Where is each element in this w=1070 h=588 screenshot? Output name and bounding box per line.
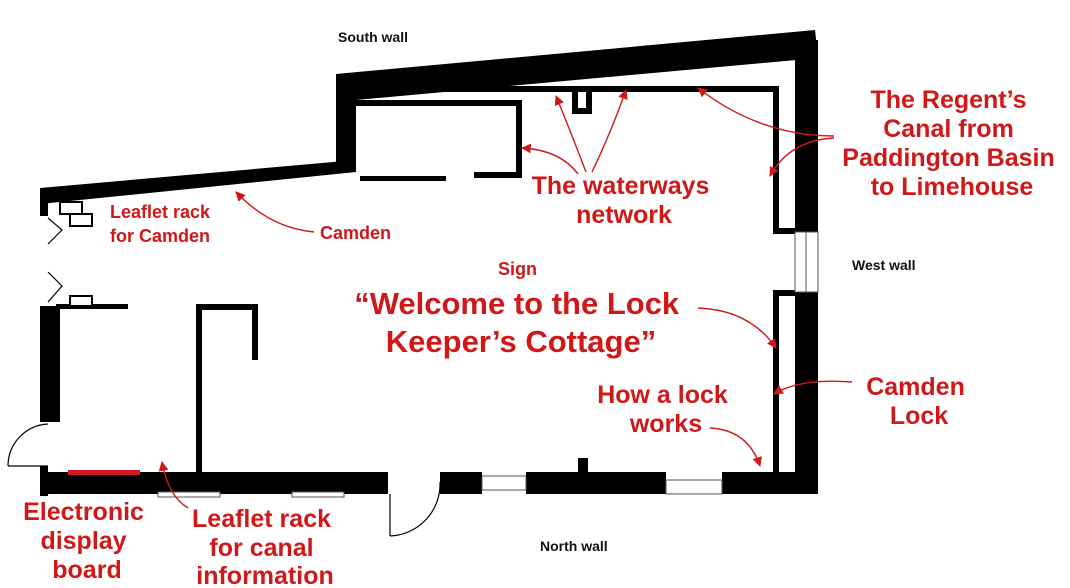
- how-lock-works-label: How a lock works: [597, 381, 735, 438]
- north-wall-right: [722, 472, 818, 494]
- regents-arrow-1: [697, 87, 835, 137]
- camden-lock-arrow: [773, 380, 853, 395]
- south-wall-label: South wall: [338, 29, 408, 45]
- leaflet-rack-camden-box-2: [69, 213, 93, 227]
- south-wall-upper: [336, 30, 818, 100]
- partition-niche-left: [572, 90, 578, 112]
- inner-room-left: [196, 304, 202, 476]
- west-wall-upper: [795, 40, 818, 234]
- partition-west-cap-2: [773, 290, 797, 296]
- partition-west-inner: [773, 86, 779, 234]
- waterways-arrow-2: [591, 89, 628, 173]
- north-wall-center: [526, 472, 666, 494]
- north-wall-post: [578, 458, 588, 474]
- partition-vertical: [516, 100, 522, 178]
- regents-arrow-2: [769, 137, 835, 177]
- south-wall-step: [336, 74, 356, 166]
- east-door-1: [47, 217, 63, 245]
- north-window-1: [481, 475, 527, 491]
- annotation-arrows: [158, 87, 853, 509]
- welcome-sign-text: “Welcome to the Lock Keeper’s Cottage”: [354, 286, 688, 359]
- interior-wall-top: [356, 86, 778, 92]
- electronic-display-board: [68, 470, 140, 475]
- north-wall-mid: [440, 472, 482, 494]
- outer-walls: [40, 30, 818, 496]
- north-wall-left: [40, 472, 388, 494]
- north-wall-label: North wall: [540, 538, 608, 554]
- west-wall-lower: [795, 290, 818, 494]
- camden-lock-label: Camden Lock: [866, 373, 972, 430]
- west-wall-label: West wall: [852, 257, 916, 273]
- leaflet-rack-canal-label: Leaflet rack for canal information: [192, 505, 338, 588]
- north-door-swing: [389, 481, 441, 537]
- camden-label: Camden: [320, 223, 391, 243]
- north-sill-1: [157, 491, 221, 498]
- waterways-label: The waterways network: [532, 172, 717, 229]
- north-window-2: [665, 479, 723, 495]
- partition-niche-bottom: [572, 108, 592, 114]
- inner-room-right: [252, 304, 258, 360]
- south-wall-lower: [40, 160, 356, 204]
- welcome-arrow: [697, 307, 777, 349]
- partition-niche-right: [586, 90, 592, 112]
- fixtures: [59, 201, 93, 307]
- north-sill-2: [291, 491, 345, 498]
- leaflet-rack-canal-arrow: [158, 461, 189, 509]
- regents-canal-label: The Regent’s Canal from Paddington Basin…: [842, 86, 1061, 201]
- east-door-2: [47, 271, 63, 303]
- leaflet-rack-camden-label: Leaflet rack for Camden: [110, 202, 215, 246]
- ledge-box: [69, 295, 93, 307]
- windows: [157, 231, 819, 498]
- sign-label: Sign: [498, 259, 537, 279]
- waterways-arrow-1: [554, 95, 587, 173]
- east-wall-top: [40, 188, 48, 216]
- leaflet-rack-camden-box: [59, 201, 83, 215]
- partition-west-inner-2: [773, 290, 779, 474]
- entrance-door-swing: [7, 423, 49, 467]
- electronic-display-label: Electronic display board: [23, 498, 151, 584]
- partition-shelf: [474, 172, 522, 178]
- partition-west-cap: [773, 228, 797, 234]
- doors: [7, 217, 441, 537]
- inner-room-top: [196, 304, 258, 310]
- east-wall-middle: [40, 306, 60, 422]
- waterways-arrow-3: [521, 143, 579, 175]
- camden-arrow: [235, 191, 315, 233]
- partition-shelf-left: [360, 176, 446, 181]
- how-lock-arrow: [709, 427, 762, 467]
- interior-wall-top-2: [356, 100, 522, 106]
